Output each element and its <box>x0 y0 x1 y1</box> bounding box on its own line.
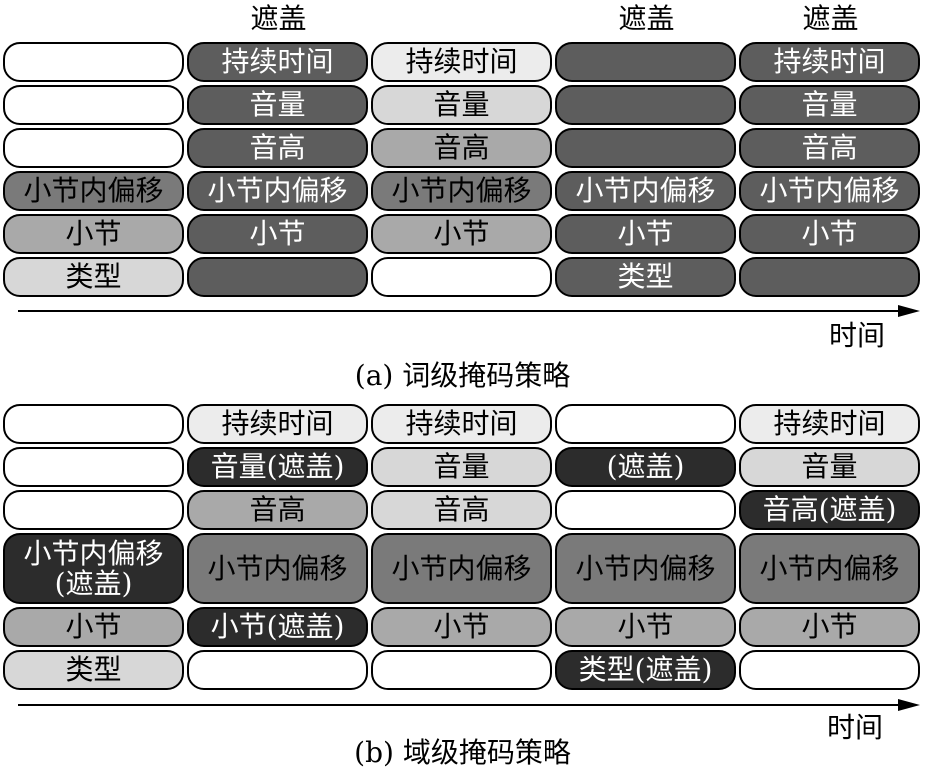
field-level-cell-r1-c1 <box>3 404 184 444</box>
field-level-cell-r3-c5: 音高(遮盖) <box>739 490 920 530</box>
time-axis-arrow-b <box>18 697 920 713</box>
field-level-cell-r4-c5: 小节内偏移 <box>739 533 920 604</box>
panel-b-caption: (b) 域级掩码策略 <box>354 736 571 769</box>
field-level-cell-r1-c5: 持续时间 <box>739 404 920 444</box>
word-level-cell-r5-c1: 小节 <box>3 214 184 254</box>
field-level-cell-r3-c2: 音高 <box>187 490 368 530</box>
word-level-cell-r4-c2: 小节内偏移 <box>187 171 368 211</box>
field-level-cell-r4-c4: 小节内偏移 <box>555 533 736 604</box>
panel-a-caption: (a) 词级掩码策略 <box>354 359 571 392</box>
field-level-cell-r6-c4: 类型(遮盖) <box>555 650 736 690</box>
time-axis-label-b: 时间 <box>826 711 883 744</box>
word-level-cell-r4-c1: 小节内偏移 <box>3 171 184 211</box>
field-level-cell-r5-c1: 小节 <box>3 607 184 647</box>
word-level-cell-r2-c3: 音量 <box>371 85 552 125</box>
word-level-cell-r1-c3: 持续时间 <box>371 42 552 82</box>
field-level-cell-r4-c3: 小节内偏移 <box>371 533 552 604</box>
time-axis-label: 时间 <box>828 319 885 352</box>
word-level-cell-r3-c4 <box>555 128 736 168</box>
word-level-cell-r5-c2: 小节 <box>187 214 368 254</box>
field-level-cell-r6-c3 <box>371 650 552 690</box>
mask-label-col-4: 遮盖 <box>618 2 675 35</box>
field-level-cell-r3-c1 <box>3 490 184 530</box>
field-level-cell-r1-c4 <box>555 404 736 444</box>
word-level-cell-r4-c3: 小节内偏移 <box>371 171 552 211</box>
word-level-cell-r3-c2: 音高 <box>187 128 368 168</box>
field-level-cell-r2-c5: 音量 <box>739 447 920 487</box>
field-level-cell-r5-c3: 小节 <box>371 607 552 647</box>
field-level-cell-r1-c2: 持续时间 <box>187 404 368 444</box>
word-level-cell-r4-c5: 小节内偏移 <box>739 171 920 211</box>
token-grid-field-level: 持续时间持续时间持续时间音量(遮盖)音量(遮盖)音量音高音高音高(遮盖)小节内偏… <box>3 404 920 690</box>
word-level-cell-r5-c5: 小节 <box>739 214 920 254</box>
field-level-cell-r3-c3: 音高 <box>371 490 552 530</box>
field-level-cell-r2-c4: (遮盖) <box>555 447 736 487</box>
word-level-masking-panel: 遮盖遮盖遮盖 持续时间持续时间持续时间音量音量音量音高音高音高小节内偏移小节内偏… <box>3 2 920 392</box>
mask-label-col-5: 遮盖 <box>802 2 859 35</box>
word-level-cell-r6-c5 <box>739 257 920 297</box>
field-level-cell-r6-c5 <box>739 650 920 690</box>
field-level-cell-r5-c2: 小节(遮盖) <box>187 607 368 647</box>
field-level-cell-r3-c4 <box>555 490 736 530</box>
field-level-cell-r4-c2: 小节内偏移 <box>187 533 368 604</box>
field-level-cell-r2-c2: 音量(遮盖) <box>187 447 368 487</box>
word-level-cell-r5-c3: 小节 <box>371 214 552 254</box>
word-level-cell-r1-c4 <box>555 42 736 82</box>
word-level-cell-r4-c4: 小节内偏移 <box>555 171 736 211</box>
mask-label-col-2: 遮盖 <box>250 2 307 35</box>
word-level-cell-r2-c4 <box>555 85 736 125</box>
word-level-cell-r3-c5: 音高 <box>739 128 920 168</box>
word-level-cell-r2-c1 <box>3 85 184 125</box>
word-level-cell-r3-c1 <box>3 128 184 168</box>
field-level-cell-r6-c1: 类型 <box>3 650 184 690</box>
word-level-cell-r1-c5: 持续时间 <box>739 42 920 82</box>
word-level-cell-r6-c4: 类型 <box>555 257 736 297</box>
word-level-cell-r6-c2 <box>187 257 368 297</box>
word-level-cell-r1-c1 <box>3 42 184 82</box>
time-axis-arrow <box>18 303 920 319</box>
word-level-cell-r3-c3: 音高 <box>371 128 552 168</box>
field-level-cell-r6-c2 <box>187 650 368 690</box>
field-level-cell-r4-c1: 小节内偏移 (遮盖) <box>3 533 184 604</box>
word-level-cell-r1-c2: 持续时间 <box>187 42 368 82</box>
field-level-cell-r1-c3: 持续时间 <box>371 404 552 444</box>
word-level-cell-r5-c4: 小节 <box>555 214 736 254</box>
word-level-cell-r6-c1: 类型 <box>3 257 184 297</box>
word-level-cell-r2-c2: 音量 <box>187 85 368 125</box>
token-grid-word-level: 持续时间持续时间持续时间音量音量音量音高音高音高小节内偏移小节内偏移小节内偏移小… <box>3 42 920 297</box>
field-level-cell-r2-c1 <box>3 447 184 487</box>
word-level-cell-r2-c5: 音量 <box>739 85 920 125</box>
field-level-cell-r5-c5: 小节 <box>739 607 920 647</box>
field-level-cell-r5-c4: 小节 <box>555 607 736 647</box>
field-level-cell-r2-c3: 音量 <box>371 447 552 487</box>
word-level-cell-r6-c3 <box>371 257 552 297</box>
